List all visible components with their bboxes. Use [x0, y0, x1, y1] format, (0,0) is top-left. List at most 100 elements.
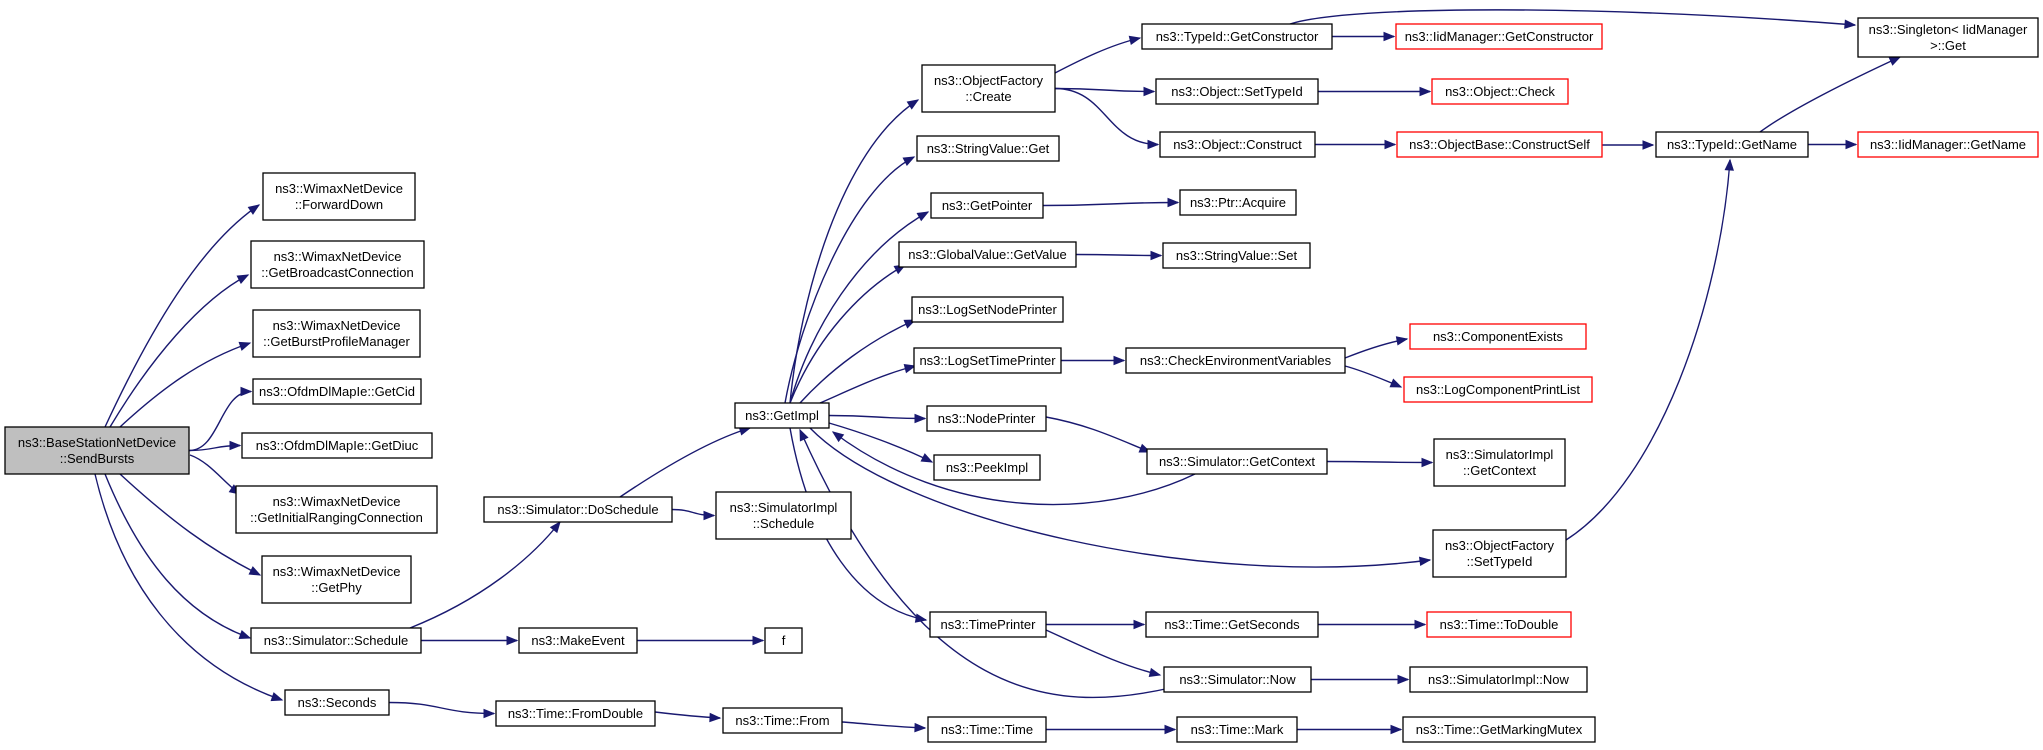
edge-arrowhead-n14-to-n24 — [920, 453, 934, 463]
function-node[interactable]: ns3::TimePrinter — [929, 611, 1047, 638]
function-node[interactable]: ns3::CheckEnvironmentVariables — [1125, 347, 1346, 374]
function-node-box — [933, 454, 1041, 481]
function-node-label: ns3::WimaxNetDevice — [274, 249, 402, 264]
function-node[interactable]: ns3::IidManager::GetName — [1857, 131, 2039, 158]
function-node-box — [495, 700, 656, 727]
function-node-label: ns3::Time::FromDouble — [508, 706, 643, 721]
function-node-label: ::Create — [965, 89, 1011, 104]
function-node-box — [1426, 611, 1572, 638]
function-node[interactable]: ns3::Time::GetMarkingMutex — [1402, 716, 1596, 743]
function-node-box — [929, 611, 1047, 638]
function-node-box — [4, 426, 190, 475]
function-node[interactable]: ns3::SimulatorImpl::Now — [1409, 666, 1588, 693]
function-node-box — [1857, 131, 2039, 158]
edge-arrowhead-n0-to-n4 — [240, 386, 253, 397]
function-node[interactable]: ns3::Simulator::GetContext — [1146, 448, 1328, 475]
function-node[interactable]: ns3::WimaxNetDevice::GetInitialRangingCo… — [235, 485, 438, 534]
function-node[interactable]: ns3::Seconds — [284, 689, 390, 716]
function-node[interactable]: ns3::LogSetNodePrinter — [911, 296, 1064, 323]
function-node-label: ns3::Time::ToDouble — [1440, 617, 1559, 632]
edge-n0-to-n8 — [104, 473, 251, 639]
edge-n27-to-n48 — [1289, 9, 1856, 26]
function-node[interactable]: ns3::TypeId::GetConstructor — [1141, 23, 1333, 50]
function-node-label: ns3::TimePrinter — [941, 617, 1037, 632]
function-node[interactable]: ns3::ObjectBase::ConstructSelf — [1396, 131, 1603, 158]
function-node[interactable]: f — [764, 627, 803, 654]
edge-arrowhead-n26-to-n36 — [1164, 724, 1177, 735]
function-node[interactable]: ns3::IidManager::GetConstructor — [1395, 23, 1603, 50]
function-node[interactable]: ns3::GetImpl — [734, 402, 830, 429]
function-node[interactable]: ns3::Time::Time — [927, 716, 1047, 743]
edge-arrowhead-n32-to-n41 — [1389, 378, 1403, 388]
function-node[interactable]: ns3::MakeEvent — [518, 627, 638, 654]
function-node[interactable]: ns3::Simulator::DoSchedule — [483, 496, 673, 523]
function-node[interactable]: ns3::StringValue::Get — [916, 135, 1060, 162]
function-node[interactable]: ns3::Time::FromDouble — [495, 700, 656, 727]
function-node[interactable]: ns3::LogComponentPrintList — [1403, 376, 1593, 403]
function-node-label: ::SetTypeId — [1467, 554, 1533, 569]
function-node[interactable]: ns3::Ptr::Acquire — [1179, 189, 1297, 216]
function-node[interactable]: ns3::WimaxNetDevice::GetPhy — [261, 555, 412, 604]
function-node-box — [1176, 716, 1298, 743]
function-node[interactable]: ns3::Singleton< IidManager >::Get — [1857, 17, 2039, 58]
function-node[interactable]: ns3::TypeId::GetName — [1655, 131, 1809, 158]
function-node[interactable]: ns3::Object::Check — [1431, 78, 1569, 105]
function-node[interactable]: ns3::ObjectFactory::SetTypeId — [1432, 529, 1567, 578]
function-node-box — [1179, 189, 1297, 216]
function-node-label: ns3::GlobalValue::GetValue — [908, 247, 1067, 262]
function-node-label: ns3::Seconds — [298, 695, 377, 710]
edge-n14-to-n22 — [819, 365, 916, 404]
function-node[interactable]: ns3::Time::ToDouble — [1426, 611, 1572, 638]
function-node[interactable]: ns3::ComponentExists — [1409, 323, 1587, 350]
edge-n47-to-n48 — [1759, 56, 1901, 133]
function-node[interactable]: ns3::WimaxNetDevice::ForwardDown — [262, 172, 416, 221]
function-node[interactable]: ns3::StringValue::Set — [1162, 242, 1311, 269]
function-node[interactable]: ns3::ObjectFactory::Create — [921, 64, 1056, 113]
function-node-label: ::Schedule — [753, 516, 814, 531]
edge-arrowhead-n25-to-n34 — [1133, 619, 1146, 630]
function-node[interactable]: ns3::Time::GetSeconds — [1145, 611, 1319, 638]
function-node[interactable]: ns3::SimulatorImpl::Schedule — [715, 491, 852, 540]
function-node-label: ns3::IidManager::GetConstructor — [1405, 29, 1594, 44]
function-node[interactable]: ns3::SimulatorImpl::GetContext — [1433, 438, 1566, 487]
edge-arrowhead-n29-to-n39 — [1384, 139, 1397, 150]
function-node[interactable]: ns3::WimaxNetDevice::GetBroadcastConnect… — [250, 240, 425, 289]
function-node-box — [921, 64, 1056, 113]
function-node-box — [250, 627, 422, 654]
function-node-label: ns3::LogSetTimePrinter — [919, 353, 1056, 368]
function-node-label: ns3::Time::From — [735, 713, 829, 728]
edge-arrowhead-n8-to-n10 — [549, 520, 561, 534]
function-node[interactable]: ns3::Simulator::Schedule — [250, 627, 422, 654]
function-node[interactable]: ns3::GlobalValue::GetValue — [898, 241, 1077, 268]
function-node[interactable]: ns3::Simulator::Now — [1163, 666, 1312, 693]
edge-n0-to-n1 — [104, 204, 260, 428]
function-node[interactable]: ns3::WimaxNetDevice::GetBurstProfileMana… — [252, 309, 421, 358]
edge-n14-to-n25 — [789, 427, 927, 621]
function-node[interactable]: ns3::NodePrinter — [926, 405, 1047, 432]
function-node[interactable]: ns3::OfdmDlMapIe::GetCid — [252, 378, 422, 405]
function-node-box — [1655, 131, 1809, 158]
function-node-label: ns3::ObjectFactory — [934, 73, 1044, 88]
function-node[interactable]: ns3::BaseStationNetDevice::SendBursts — [4, 426, 190, 475]
edge-n14-to-n19 — [789, 211, 929, 404]
edge-arrowhead-n11-to-n12 — [752, 635, 765, 646]
function-node-box — [1433, 438, 1566, 487]
edge-n17-to-n28 — [1054, 87, 1155, 93]
function-node[interactable]: ns3::Object::Construct — [1159, 131, 1316, 158]
edge-n19-to-n30 — [1042, 201, 1179, 207]
function-node[interactable]: ns3::PeekImpl — [933, 454, 1041, 481]
function-node[interactable]: ns3::Object::SetTypeId — [1155, 78, 1319, 105]
function-node[interactable]: ns3::GetPointer — [930, 192, 1044, 219]
edge-arrowhead-n33-to-n42 — [1421, 457, 1434, 468]
function-node-label: ns3::Simulator::Schedule — [264, 633, 409, 648]
function-node[interactable]: ns3::Time::From — [722, 707, 843, 734]
function-node-box — [1402, 716, 1596, 743]
function-node-box — [1431, 78, 1569, 105]
function-node[interactable]: ns3::LogSetTimePrinter — [913, 347, 1062, 374]
edge-n14-to-n17 — [789, 99, 919, 404]
function-node-label: ns3::Time::Mark — [1191, 722, 1284, 737]
function-node[interactable]: ns3::Time::Mark — [1176, 716, 1298, 743]
function-node[interactable]: ns3::OfdmDlMapIe::GetDiuc — [241, 432, 433, 459]
function-node-label: ns3::ComponentExists — [1433, 329, 1564, 344]
function-node-label: ::GetInitialRangingConnection — [250, 510, 423, 525]
